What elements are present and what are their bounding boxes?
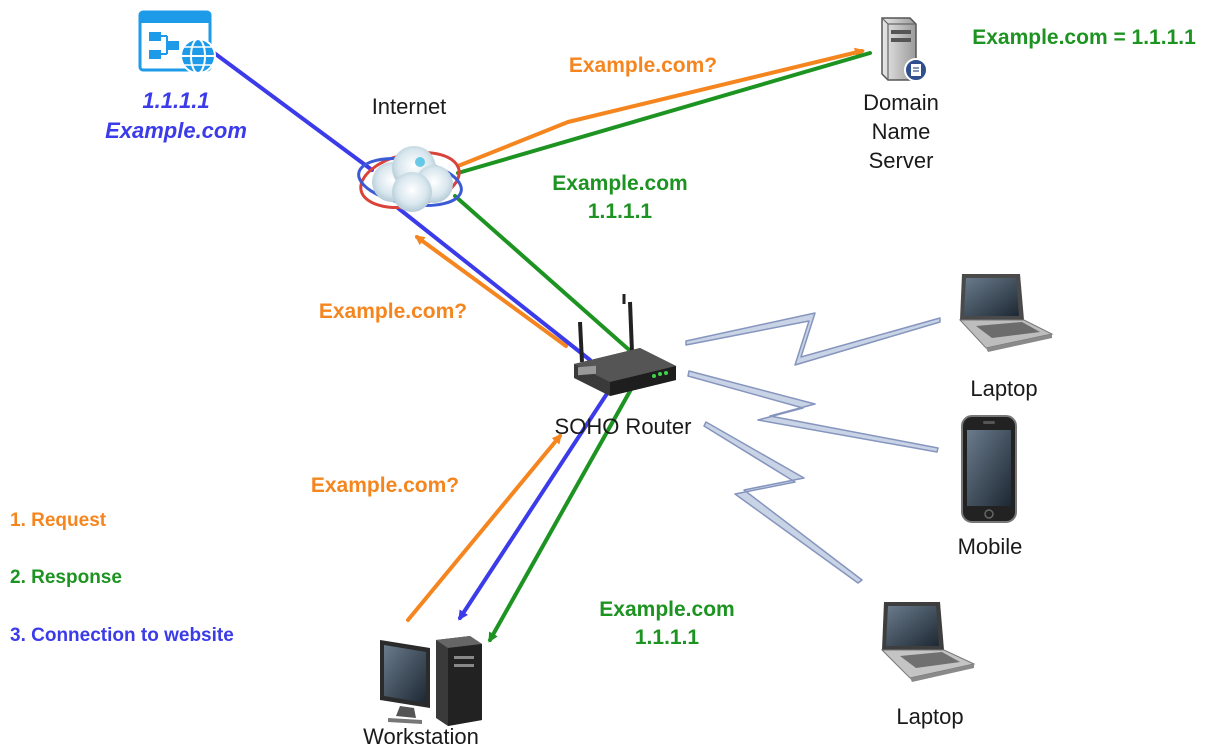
request-label-workstation-router: Example.com? bbox=[310, 474, 460, 497]
response-line-dns-to-internet bbox=[456, 51, 872, 175]
dns-label-line1: Domain bbox=[863, 90, 939, 115]
response-label-router-workstation-line2: 1.1.1.1 bbox=[634, 626, 700, 649]
connection-flow bbox=[199, 42, 614, 621]
website-globe-icon bbox=[138, 10, 216, 74]
connection-line-router-to-internet bbox=[396, 206, 592, 362]
smartphone-icon bbox=[961, 415, 1017, 523]
response-label-internet-router-line2: 1.1.1.1 bbox=[587, 200, 653, 223]
response-arrow-router-to-workstation bbox=[488, 382, 636, 643]
dns-server-label: Domain Name Server bbox=[836, 88, 966, 175]
website-ip: 1.1.1.1 bbox=[142, 88, 210, 113]
connection-arrow-internet-to-website bbox=[199, 42, 374, 172]
laptop2-label: Laptop bbox=[896, 704, 964, 729]
website-domain: Example.com bbox=[105, 118, 247, 143]
legend-request: 1. Request bbox=[10, 510, 107, 531]
cloud-icon bbox=[357, 146, 463, 212]
request-label-router-internet: Example.com? bbox=[318, 300, 468, 323]
dns-label-line3: Server bbox=[868, 148, 934, 173]
server-icon bbox=[881, 17, 928, 82]
request-arrow-internet-to-dns bbox=[456, 47, 865, 168]
response-label-dns: Example.com = 1.1.1.1 bbox=[972, 26, 1196, 49]
legend-response: 2. Response bbox=[10, 567, 122, 588]
wireless-link-mobile bbox=[687, 370, 939, 453]
website-label: 1.1.1.1 Example.com bbox=[96, 86, 256, 146]
request-arrow-router-to-internet bbox=[414, 235, 568, 348]
wireless-link-laptop1 bbox=[685, 312, 941, 366]
response-line-internet-to-router bbox=[453, 194, 638, 358]
workstation-label: Workstation bbox=[363, 724, 479, 749]
request-arrow-workstation-to-router bbox=[406, 433, 562, 622]
response-label-router-workstation: Example.com 1.1.1.1 bbox=[582, 596, 752, 652]
mobile-label: Mobile bbox=[957, 534, 1023, 559]
response-label-router-workstation-line1: Example.com bbox=[599, 598, 735, 621]
laptop-icon bbox=[880, 602, 976, 682]
response-label-internet-router-line1: Example.com bbox=[552, 172, 688, 195]
connection-arrow-router-to-workstation bbox=[458, 384, 614, 621]
desktop-computer-icon bbox=[380, 636, 482, 726]
request-flow bbox=[406, 47, 865, 622]
legend-connection: 3. Connection to website bbox=[10, 625, 234, 646]
internet-label: Internet bbox=[371, 94, 447, 119]
laptop-icon bbox=[958, 274, 1054, 352]
dns-label-line2: Name bbox=[871, 119, 931, 144]
router-icon bbox=[574, 294, 676, 396]
response-label-internet-router: Example.com 1.1.1.1 bbox=[540, 170, 700, 226]
laptop1-label: Laptop bbox=[970, 376, 1038, 401]
response-flow bbox=[453, 51, 872, 643]
router-label: SOHO Router bbox=[554, 414, 692, 439]
request-label-internet-dns: Example.com? bbox=[568, 54, 718, 77]
wireless-link-laptop2 bbox=[703, 421, 863, 584]
